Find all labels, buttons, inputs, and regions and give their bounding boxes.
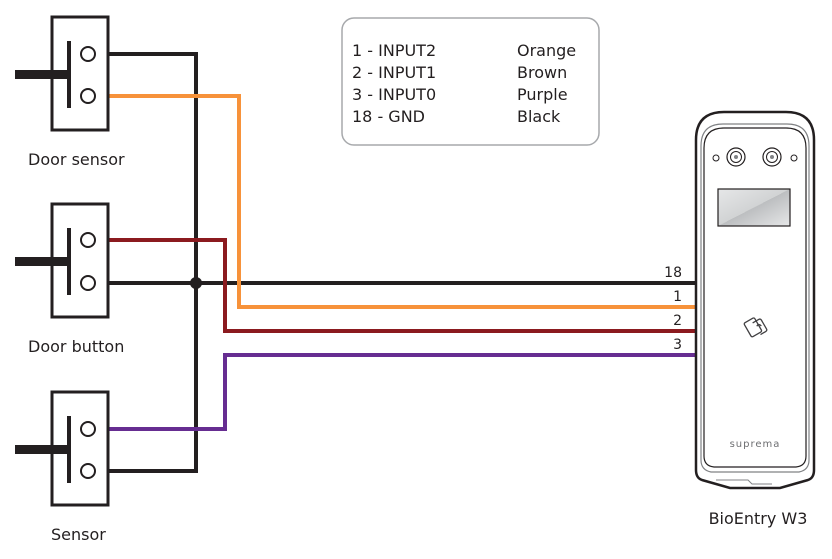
wire-gnd-bus [106, 52, 198, 473]
reader-bezel [700, 123, 810, 473]
sensor-label: Sensor [51, 525, 106, 544]
legend-pin-1: 1 - INPUT2 [352, 41, 436, 60]
bioentry-w3-reader: suprema BioEntry W3 [694, 110, 816, 528]
reader-brand-logo: suprema [730, 439, 781, 450]
pin-labels: 18 1 2 3 [664, 265, 682, 353]
pin-label-18: 18 [664, 265, 682, 281]
wire-orange-input2 [106, 94, 696, 309]
legend-color-2: Brown [517, 63, 567, 82]
switch-contact [67, 416, 71, 483]
legend-color-3: Purple [517, 85, 568, 104]
terminal-icon [80, 275, 96, 291]
switch-actuator [15, 445, 70, 454]
door-sensor-label: Door sensor [28, 150, 125, 169]
legend-color-1: Orange [517, 41, 576, 60]
legend: 1 - INPUT2 Orange 2 - INPUT1 Brown 3 - I… [341, 17, 600, 146]
terminal-icon [80, 232, 96, 248]
fingerprint-scanner [717, 188, 791, 227]
terminal-icon [80, 463, 96, 479]
door-sensor-switch: Door sensor [15, 15, 125, 169]
sensor-switch: Sensor [15, 390, 110, 544]
switch-actuator [15, 70, 70, 79]
legend-pin-18: 18 - GND [352, 107, 425, 126]
legend-color-18: Black [517, 107, 561, 126]
wire-brown-input1 [106, 238, 696, 333]
legend-pin-2: 2 - INPUT1 [352, 63, 436, 82]
switch-contact [67, 228, 71, 295]
door-button-switch: Door button [15, 202, 124, 356]
switch-actuator [15, 257, 70, 266]
led-icon [712, 154, 720, 162]
legend-pin-3: 3 - INPUT0 [352, 85, 436, 104]
reader-bottom-notch [716, 479, 772, 485]
junction-dot [190, 277, 202, 289]
camera-pupil [770, 155, 774, 159]
terminal-icon [80, 88, 96, 104]
wire-purple-input0 [106, 353, 696, 431]
reader-inner-face [703, 127, 807, 468]
wires [106, 52, 696, 473]
pin-label-2: 2 [673, 313, 682, 329]
pin-label-3: 3 [673, 337, 682, 353]
legend-box [341, 17, 600, 146]
pin-label-1: 1 [673, 289, 682, 305]
reader-label: BioEntry W3 [709, 509, 808, 528]
rfid-card-icon [743, 317, 768, 338]
door-button-label: Door button [28, 337, 124, 356]
camera-pupil [734, 155, 738, 159]
terminal-icon [80, 421, 96, 437]
switch-contact [67, 41, 71, 108]
led-icon [790, 154, 798, 162]
terminal-icon [80, 46, 96, 62]
